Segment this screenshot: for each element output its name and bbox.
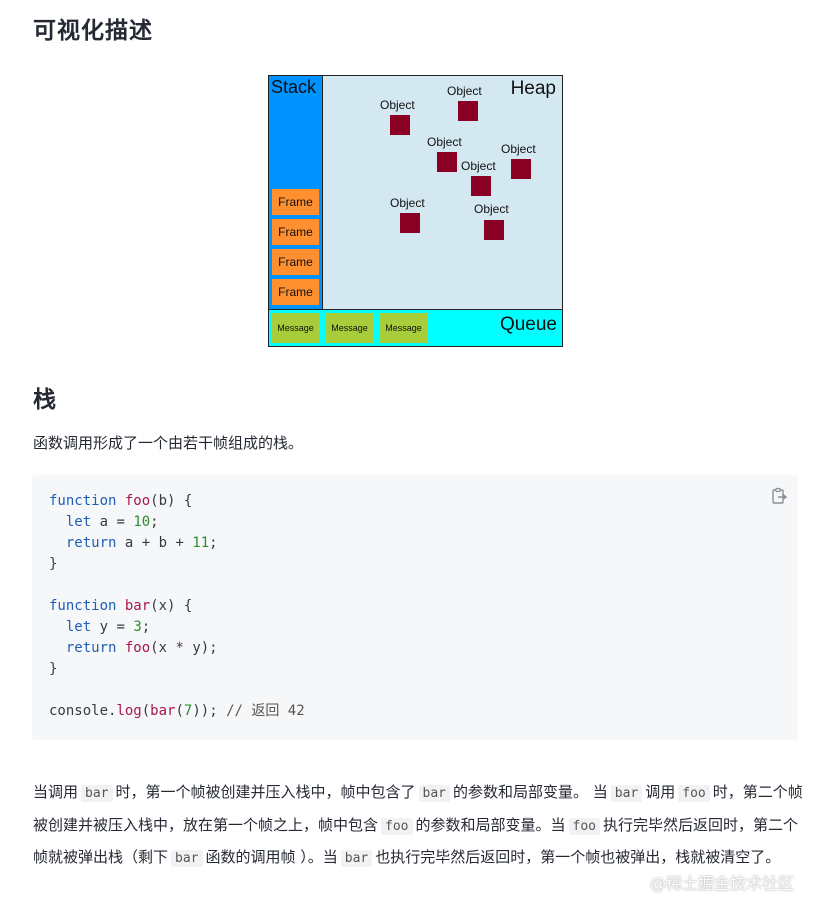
- queue-message: Message: [326, 313, 373, 343]
- inline-code: bar: [171, 850, 203, 867]
- code-line: return foo(x * y);: [65, 640, 218, 656]
- object-label: Object: [461, 159, 496, 173]
- heap-object: [511, 159, 531, 179]
- object-label: Object: [447, 84, 482, 98]
- heap-object: [437, 152, 457, 172]
- object-label: Object: [501, 142, 536, 156]
- queue-area: Message Message Message Queue: [269, 309, 562, 346]
- heap-object: [400, 213, 420, 233]
- queue-message: Message: [272, 313, 319, 343]
- section-title-visual: 可视化描述: [33, 18, 153, 44]
- stack-label: Stack: [271, 77, 317, 97]
- object-label: Object: [427, 135, 462, 149]
- code-line: }: [49, 661, 58, 677]
- heap-object: [458, 101, 478, 121]
- object-label: Object: [474, 202, 509, 216]
- heap-object: [484, 220, 504, 240]
- code-line: function foo(b) {: [49, 493, 193, 509]
- code-line: function bar(x) {: [49, 598, 193, 614]
- code-content: function foo(b) { let a = 10; return a +…: [49, 491, 305, 722]
- stack-intro-text: 函数调用形成了一个由若干帧组成的栈。: [33, 434, 304, 452]
- object-label: Object: [380, 98, 415, 112]
- stack-frame: Frame: [272, 249, 319, 275]
- object-label: Object: [390, 196, 425, 210]
- watermark: @稀土掘金技术社区: [649, 874, 794, 893]
- code-line: }: [49, 556, 58, 572]
- inline-code: foo: [678, 785, 710, 802]
- code-block: function foo(b) { let a = 10; return a +…: [32, 475, 798, 740]
- inline-code: bar: [81, 785, 113, 802]
- heap-object: [390, 115, 410, 135]
- inline-code: foo: [381, 817, 413, 835]
- code-line: let y = 3;: [65, 619, 151, 635]
- section-title-stack: 栈: [33, 387, 57, 413]
- inline-code: bar: [610, 785, 643, 802]
- queue-label: Queue: [499, 314, 557, 335]
- code-line: return a + b + 11;: [65, 535, 218, 551]
- inline-code: bar: [340, 850, 373, 867]
- clipboard-icon[interactable]: [770, 487, 788, 505]
- inline-code: foo: [568, 817, 600, 835]
- stack-area: Stack Frame Frame Frame Frame: [269, 76, 323, 309]
- heap-object: [471, 176, 491, 196]
- event-loop-diagram: Stack Frame Frame Frame Frame Heap Objec…: [268, 75, 563, 347]
- stack-frame: Frame: [272, 189, 319, 215]
- stack-frame: Frame: [272, 219, 319, 245]
- heap-label: Heap: [510, 78, 556, 99]
- code-line: let a = 10;: [65, 514, 159, 530]
- stack-frame: Frame: [272, 279, 319, 305]
- queue-message: Message: [380, 313, 427, 343]
- inline-code: bar: [418, 785, 450, 802]
- code-line: console.log(bar(7)); // 返回 42: [49, 703, 305, 719]
